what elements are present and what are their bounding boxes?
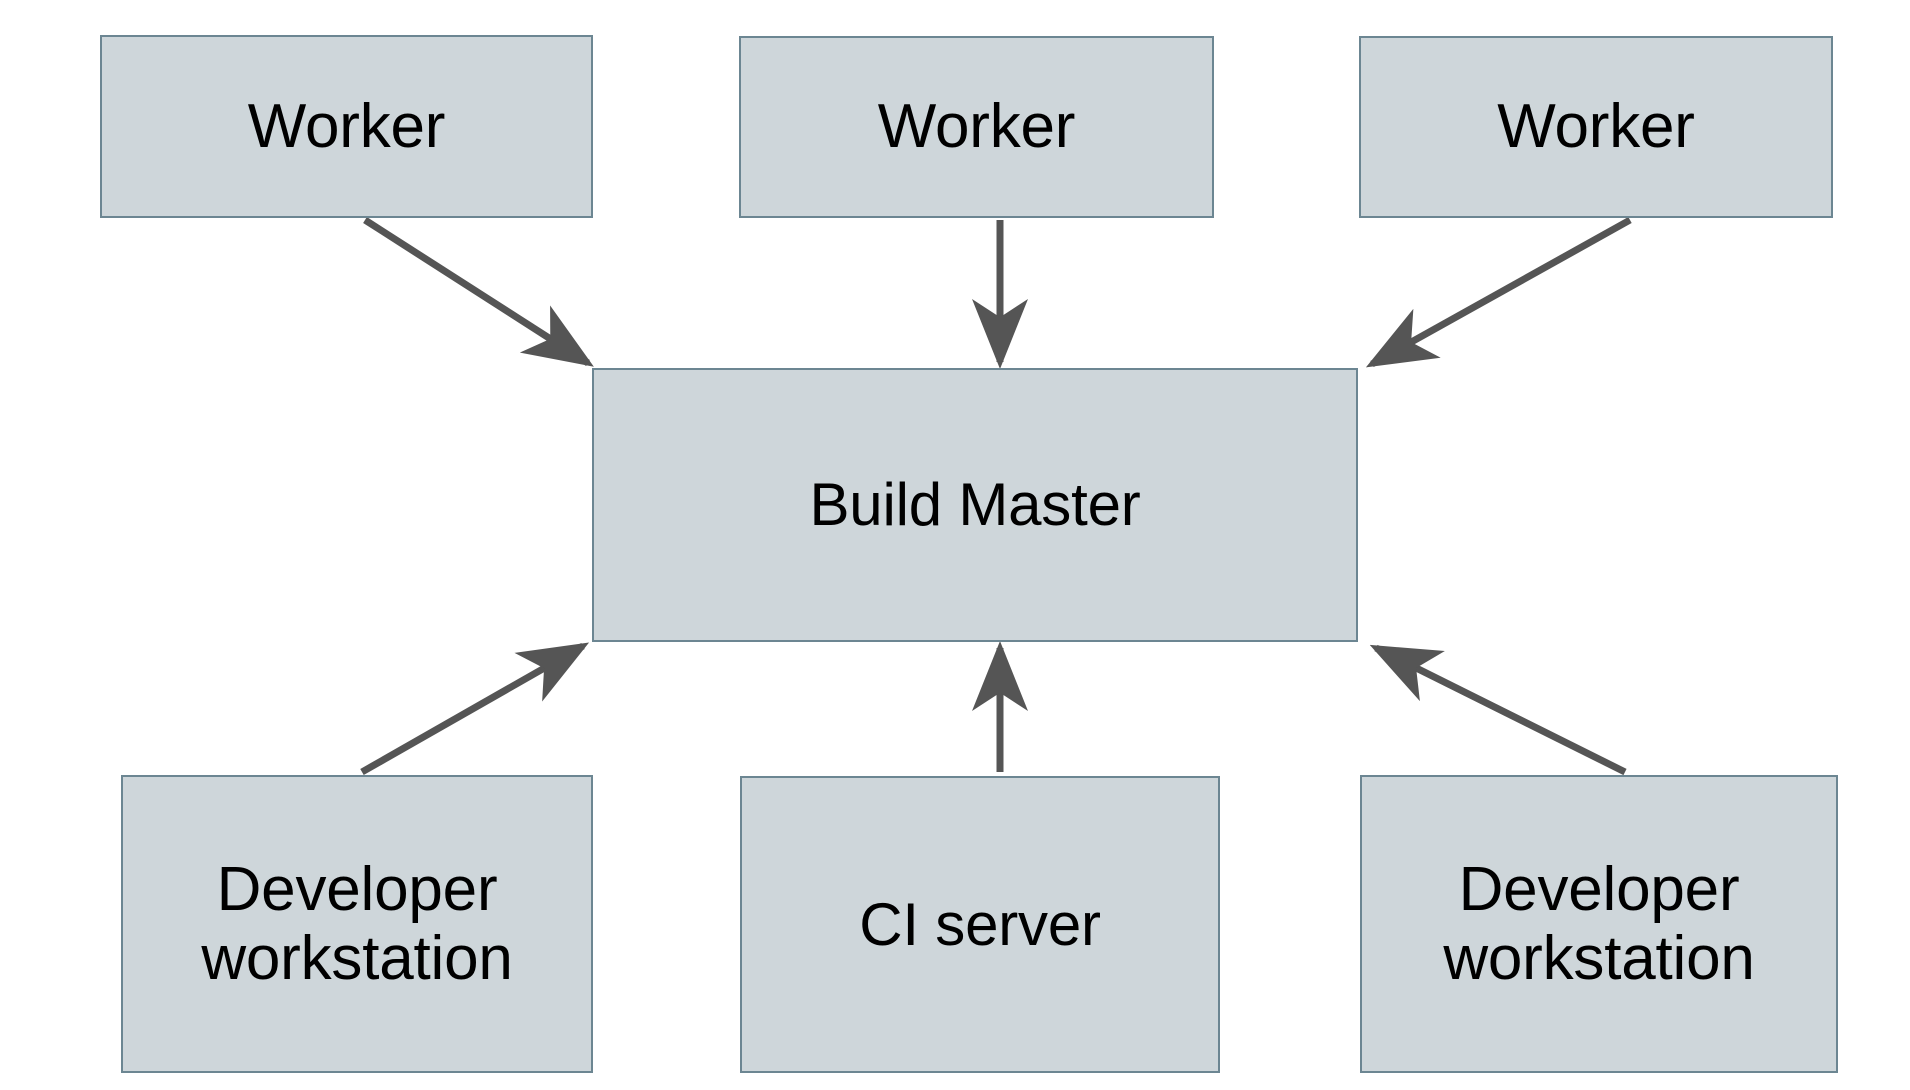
edge-dev-left [360, 642, 590, 776]
node-label-worker-2: Worker [877, 92, 1076, 162]
node-label-worker-3: Worker [1497, 92, 1695, 162]
node-label-build-master: Build Master [809, 471, 1141, 539]
node-label-worker-1: Worker [247, 91, 446, 161]
edge-worker-1 [363, 217, 594, 367]
node-worker-3[interactable]: Worker [1359, 36, 1833, 218]
node-ci-server[interactable]: CI server [740, 776, 1220, 1073]
node-label-ci-server: CI server [859, 890, 1101, 958]
node-dev-workstation-left[interactable]: Developer workstation [121, 775, 593, 1073]
node-label-dev-workstation-left: Developer workstation [201, 854, 513, 993]
node-worker-2[interactable]: Worker [739, 36, 1214, 218]
node-build-master[interactable]: Build Master [592, 368, 1358, 642]
edge-dev-right [1369, 644, 1627, 776]
node-dev-workstation-right[interactable]: Developer workstation [1360, 775, 1838, 1073]
node-label-dev-workstation-right: Developer workstation [1443, 854, 1755, 993]
edge-worker-3 [1365, 216, 1632, 368]
node-worker-1[interactable]: Worker [100, 35, 593, 218]
